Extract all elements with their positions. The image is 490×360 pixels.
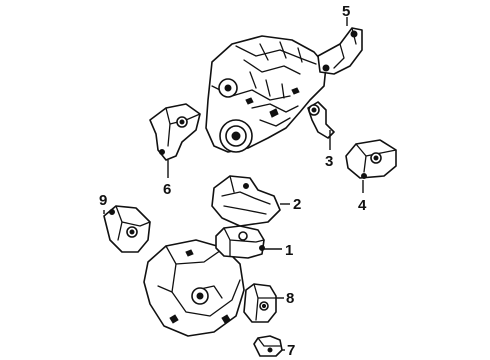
callout-7: 7 (287, 342, 295, 359)
part-3-mount-bracket (307, 101, 335, 139)
part-6-left-mount-bracket (149, 103, 201, 161)
callout-8: 8 (286, 290, 294, 307)
callout-5: 5 (342, 3, 350, 20)
part-2-crossmember-bracket (211, 175, 281, 227)
callout-6: 6 (163, 181, 171, 198)
callout-1: 1 (285, 242, 293, 259)
part-1-center-engine-mount (215, 225, 265, 259)
part-4-right-engine-mount (345, 139, 397, 179)
transaxle-assembly (143, 239, 245, 337)
part-8-lower-engine-mount (243, 283, 277, 323)
engine-assembly (205, 35, 327, 153)
callout-4: 4 (358, 197, 367, 214)
leader-lines (103, 17, 364, 351)
part-5-upper-mount-bracket (317, 27, 363, 75)
callout-3: 3 (325, 153, 333, 170)
part-7-small-insulator (253, 335, 283, 357)
callout-2: 2 (293, 196, 301, 213)
callout-9: 9 (99, 192, 107, 209)
part-9-transaxle-bracket (103, 205, 151, 253)
